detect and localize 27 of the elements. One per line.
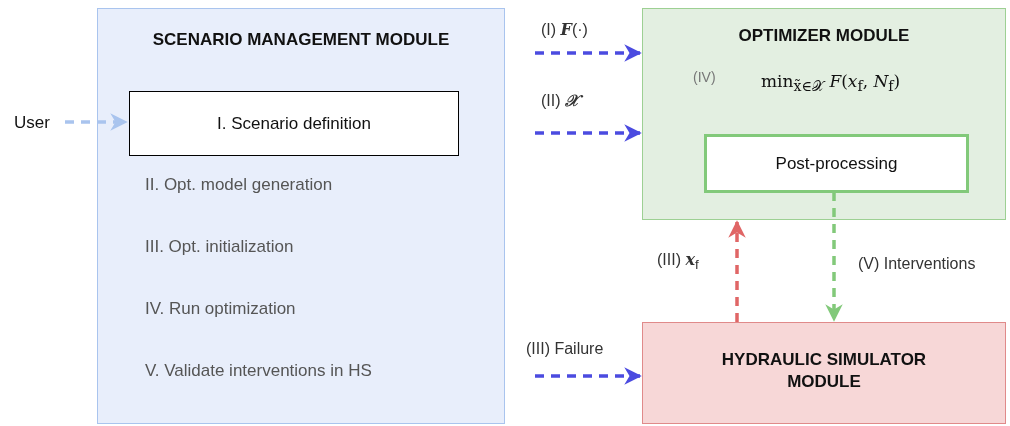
edge-label: (I) F(·)	[541, 20, 588, 39]
arrow	[65, 113, 128, 131]
arrow	[535, 124, 642, 142]
arrow	[535, 44, 642, 62]
step-text: III. Opt. initialization	[145, 237, 294, 257]
arrow	[728, 220, 746, 322]
module-panel	[642, 322, 1006, 424]
step-text: II. Opt. model generation	[145, 175, 333, 195]
edge-label: (III) Failure	[526, 340, 604, 358]
module-title: SCENARIO MANAGEMENT MODULE	[151, 29, 451, 51]
module-title: HYDRAULIC SIMULATOR MODULE	[720, 349, 928, 394]
box-text: I. Scenario definition	[216, 113, 371, 134]
arrow	[825, 192, 843, 322]
step-text: IV. Run optimization	[145, 299, 296, 319]
box-text: User	[14, 113, 50, 133]
edge-label: (III) x$_{f}$	[657, 250, 699, 273]
step-number: (IV)	[693, 69, 716, 85]
step-text: V. Validate interventions in HS	[145, 361, 372, 381]
process-box	[704, 134, 969, 193]
arrow	[535, 367, 642, 385]
process-box	[129, 91, 459, 156]
box-text: Post-processing	[775, 153, 898, 174]
module-panel	[97, 8, 505, 424]
formula-text: min$_{x̃∈𝒳}$ F(x$_{f}$, N$_{f}$)	[761, 71, 901, 96]
module-panel	[642, 8, 1006, 220]
module-title: OPTIMIZER MODULE	[737, 25, 911, 47]
edge-label: (V) Interventions	[858, 255, 976, 273]
